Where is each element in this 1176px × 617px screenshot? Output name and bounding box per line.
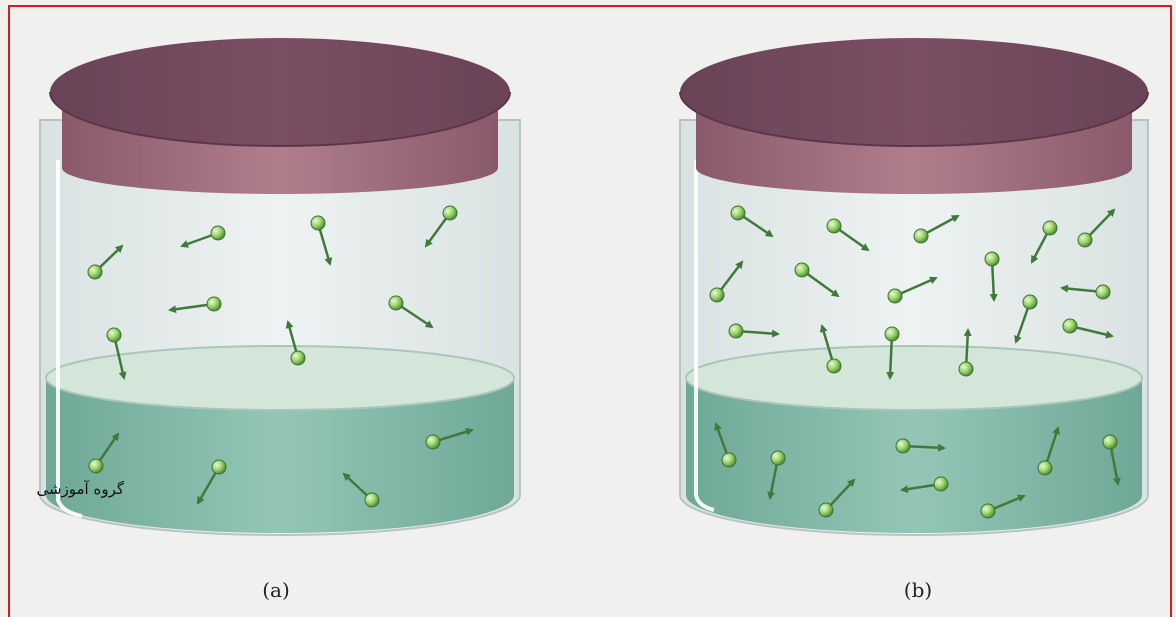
molecule-icon [981,504,995,518]
molecule-icon [211,226,225,240]
jar-a-liquid-surface [46,346,514,410]
molecule-icon [888,289,902,303]
molecule-icon [1078,233,1092,247]
caption-b: (b) [888,578,948,602]
molecule-icon [827,219,841,233]
molecule-icon [1103,435,1117,449]
jar-a [40,38,520,535]
molecule-icon [88,265,102,279]
molecule-icon [443,206,457,220]
molecule-icon [985,252,999,266]
molecule-icon [827,359,841,373]
molecule-icon [1023,295,1037,309]
molecule-icon [771,451,785,465]
molecule-icon [426,435,440,449]
watermark-text: گروه آموزشی [0,480,124,498]
molecule-icon [365,493,379,507]
molecule-icon [291,351,305,365]
molecule-icon [1043,221,1057,235]
molecule-icon [795,263,809,277]
molecule-icon [729,324,743,338]
molecule-icon [212,460,226,474]
molecule-icon [207,297,221,311]
molecule-icon [722,453,736,467]
molecule-icon [89,459,103,473]
molecule-icon [710,288,724,302]
molecule-icon [959,362,973,376]
molecule-icon [731,206,745,220]
jar-b-liquid-surface [686,346,1142,410]
molecule-icon [389,296,403,310]
molecule-icon [107,328,121,342]
molecule-icon [1038,461,1052,475]
molecule-icon [885,327,899,341]
molecule-icon [1096,285,1110,299]
molecule-icon [914,229,928,243]
caption-a: (a) [246,578,306,602]
molecule-icon [819,503,833,517]
molecule-icon [896,439,910,453]
molecule-icon [1063,319,1077,333]
molecule-icon [934,477,948,491]
molecule-icon [311,216,325,230]
